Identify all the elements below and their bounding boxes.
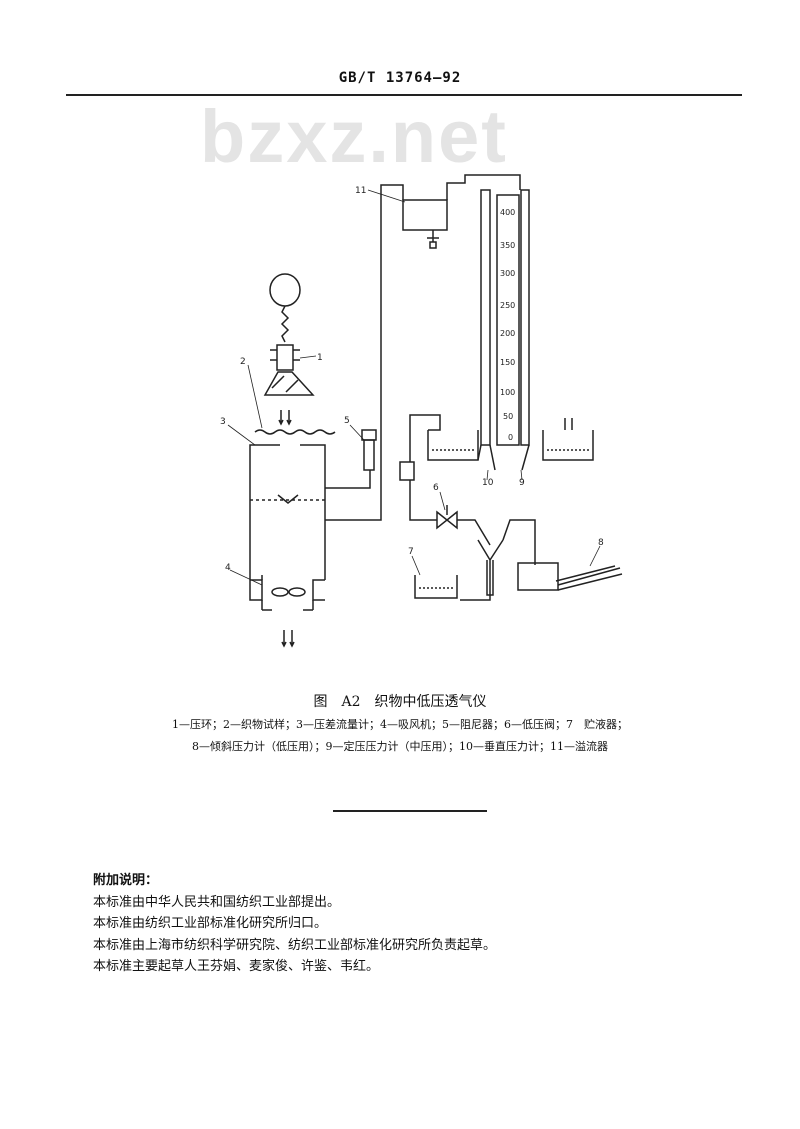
press-ring-stem bbox=[276, 344, 294, 371]
constant-pressure-gauge-9 bbox=[520, 189, 530, 446]
scale-tick: 400 bbox=[500, 208, 515, 217]
press-ring-1 bbox=[263, 371, 315, 396]
gauge-scale bbox=[496, 194, 520, 446]
reservoir-right bbox=[542, 418, 594, 461]
label-3: 3 bbox=[220, 417, 226, 427]
inclined-gauge-8 bbox=[555, 565, 623, 591]
air-flow-arrows-bottom bbox=[281, 630, 295, 648]
standard-number: GB/T 13764—92 bbox=[338, 70, 462, 86]
label-11: 11 bbox=[355, 186, 366, 196]
scale-tick: 0 bbox=[508, 433, 513, 442]
scale-tick: 150 bbox=[500, 358, 515, 367]
watermark: bzxz.net bbox=[200, 95, 508, 178]
reservoir-left bbox=[409, 414, 479, 461]
chain bbox=[280, 305, 290, 343]
figure-legend-line-1: 1—压环；2—织物试样；3—压差流量计；4—吸风机；5—阻尼器；6—低压阀；7 … bbox=[172, 718, 628, 731]
overflow-11 bbox=[402, 199, 448, 231]
figure-legend-line-2: 8—倾斜压力计（低压用）；9—定压压力计（中压用）；10—垂直压力计；11—溢流… bbox=[192, 740, 608, 753]
label-5: 5 bbox=[344, 416, 350, 426]
notes-line: 本标准主要起草人王芬娟、麦家俊、许鉴、韦红。 bbox=[93, 959, 380, 974]
leader-lines bbox=[227, 189, 601, 586]
label-2: 2 bbox=[240, 357, 246, 367]
notes-line: 本标准由中华人民共和国纺织工业部提出。 bbox=[93, 894, 341, 910]
additional-notes: 附加说明： 本标准由中华人民共和国纺织工业部提出。 本标准由纺织工业部标准化研究… bbox=[93, 870, 496, 978]
tee-connector bbox=[399, 445, 437, 521]
figure-title: 图 A2 织物中低压透气仪 bbox=[313, 694, 487, 710]
section-divider bbox=[333, 810, 487, 812]
inclined-gauge-reservoir bbox=[517, 562, 559, 591]
label-6: 6 bbox=[433, 483, 439, 493]
scale-tick: 200 bbox=[500, 329, 515, 338]
fabric-sample-2 bbox=[254, 429, 336, 435]
fan-blade bbox=[271, 587, 289, 597]
label-1: 1 bbox=[317, 353, 323, 363]
scale-tick: 50 bbox=[503, 412, 513, 421]
notes-title: 附加说明： bbox=[93, 873, 159, 888]
vertical-gauge-10 bbox=[480, 189, 491, 446]
label-4: 4 bbox=[225, 563, 231, 573]
scale-tick: 100 bbox=[500, 388, 515, 397]
air-flow-arrows-top bbox=[278, 410, 292, 426]
scale-tick: 300 bbox=[500, 269, 515, 278]
label-9: 9 bbox=[519, 478, 525, 488]
scale-tick: 350 bbox=[500, 241, 515, 250]
notes-line: 本标准由上海市纺织科学研究院、纺织工业部标准化研究所负责起草。 bbox=[93, 937, 497, 953]
flowmeter-chamber-3 bbox=[249, 444, 326, 580]
label-7: 7 bbox=[408, 547, 414, 557]
header-rule bbox=[66, 94, 742, 96]
label-8: 8 bbox=[598, 538, 604, 548]
scale-tick: 250 bbox=[500, 301, 515, 310]
notes-line: 本标准由纺织工业部标准化研究所归口。 bbox=[93, 916, 328, 931]
label-10: 10 bbox=[482, 478, 494, 488]
reservoir-7 bbox=[414, 575, 458, 599]
